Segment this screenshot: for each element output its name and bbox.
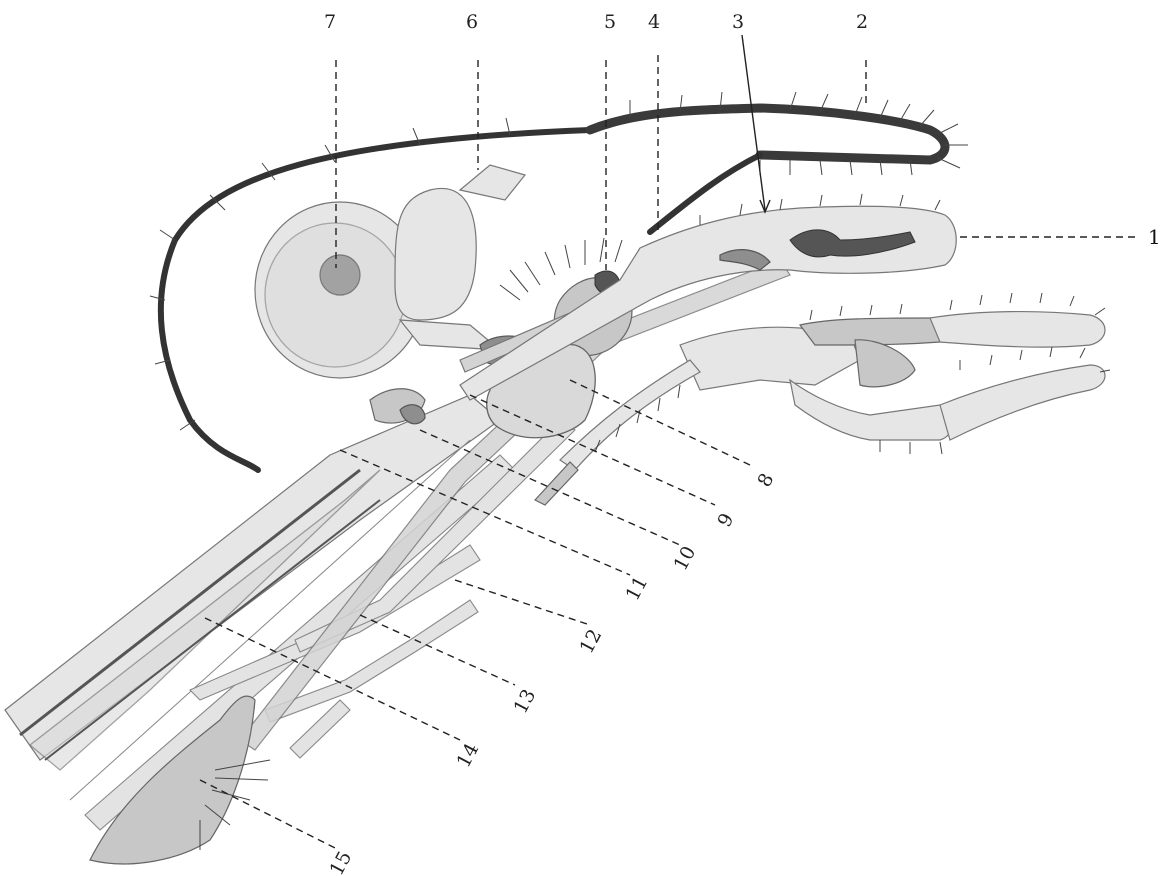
ganglion: [90, 696, 270, 864]
leader-3: [742, 35, 765, 210]
label-3: 3: [732, 11, 744, 33]
label-11: 11: [622, 573, 653, 605]
label-2: 2: [856, 11, 868, 33]
label-5: 5: [604, 11, 616, 33]
label-15: 15: [326, 848, 357, 876]
label-1: 1: [1148, 225, 1161, 249]
leader-12: [455, 580, 590, 625]
label-6: 6: [466, 11, 478, 33]
label-9: 9: [713, 510, 738, 531]
label-14: 14: [453, 740, 484, 772]
label-7: 7: [324, 11, 336, 33]
label-12: 12: [576, 626, 607, 658]
label-10: 10: [670, 543, 701, 575]
label-4: 4: [648, 11, 660, 33]
label-13: 13: [510, 686, 541, 718]
label-8: 8: [753, 470, 778, 491]
